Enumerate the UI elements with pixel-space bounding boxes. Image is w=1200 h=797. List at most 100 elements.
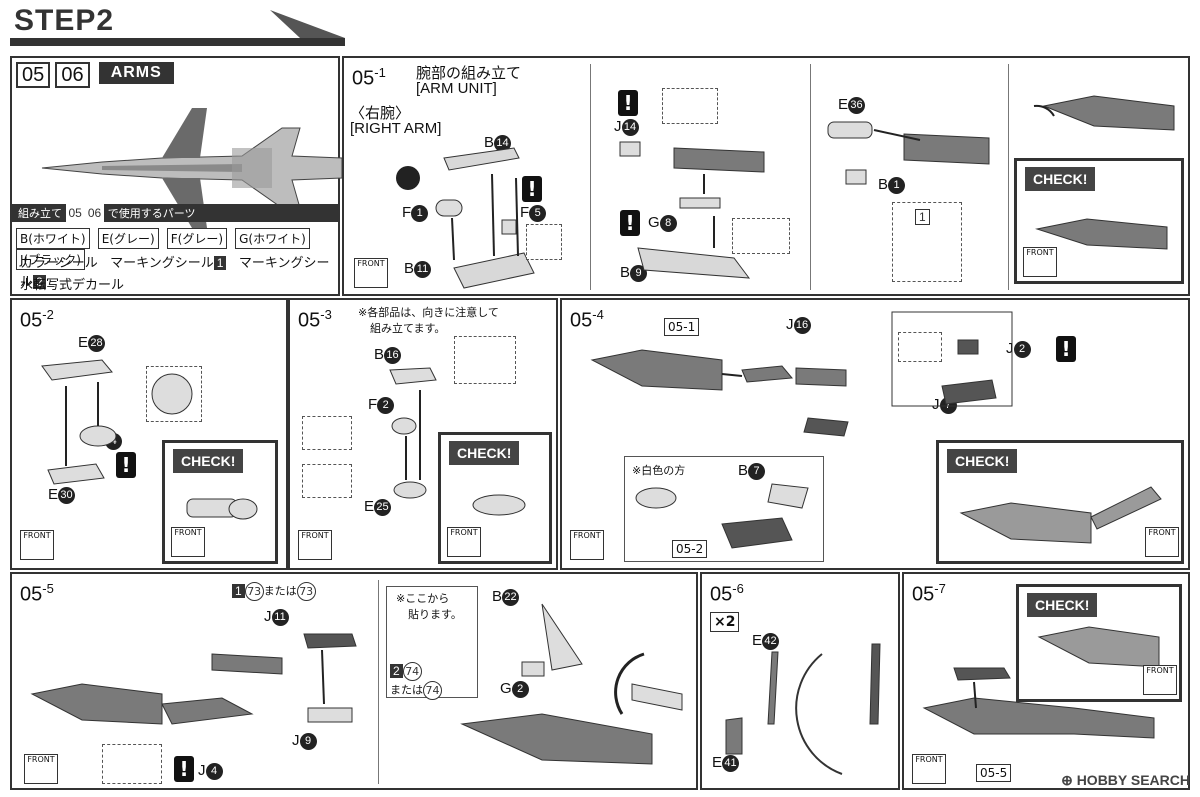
caution-icon: ! [522,176,542,202]
sticker-application-callout [386,586,478,698]
front-indicator: FRONT [570,530,604,560]
watermark: ⊕ HOBBY SEARCH [1061,772,1190,788]
watermark-logo-icon: ⊕ [1061,772,1073,788]
assembly-illustration [41,359,193,485]
detail-callout [454,336,516,384]
forearm-assembly-illustration [30,633,357,725]
rotated-arm-illustration [1033,95,1175,131]
step-05-7-panel: 05-7 CHECK! FRONT 05-5 FRONT [902,572,1190,790]
detail-callout [302,416,352,450]
arm-unit-title-en: [ARM UNIT] [416,80,497,97]
right-arm-title-jp: 〈右腕〉 [350,105,411,122]
assembly-illustration-b [619,141,765,279]
arms-title: ARMS [98,62,174,84]
check-result-illustration [186,498,258,520]
step-05-1-panel: 05-1 腕部の組み立て [ARM UNIT] 〈右腕〉 [RIGHT ARM]… [342,56,1190,296]
check-label: CHECK! [1025,167,1096,191]
front-indicator: FRONT [171,527,205,557]
part-tag: F(グレー) [166,228,228,249]
orientation-note: ※各部品は、向きに注意して 組み立てます。 [358,306,499,335]
part-tag: G(ホワイト) [235,228,310,249]
front-indicator: FRONT [912,754,946,784]
check-result-illustration [472,494,526,516]
right-arm-title-en: [RIGHT ARM] [350,120,442,137]
quantity-badge: ×2 [710,612,740,632]
arm-assembly-illustration [590,349,849,437]
g2-b22-assembly-illustration [460,603,683,765]
check-label: CHECK! [173,449,244,473]
arm-unit-title-jp: 腕部の組み立て [416,65,522,82]
check-label: CHECK! [449,441,520,465]
step-number: 05-1 [348,62,390,90]
part-tag: E(グレー) [97,228,159,249]
step-number: 05-6 [706,578,748,606]
caution-icon: ! [620,210,640,236]
check-box: CHECK! FRONT [1016,584,1182,702]
decal-label: 水転写式デカール [20,278,125,293]
detail-callout [526,224,562,260]
detail-callout [302,464,352,498]
front-indicator: FRONT [20,530,54,560]
blade-mount-illustration [922,667,1155,739]
caution-icon: ! [116,452,136,478]
check-label: CHECK! [1027,593,1098,617]
blade-assembly-illustration [725,643,881,775]
detail-callout [898,332,942,362]
detail-callout [732,218,790,254]
sticker-callout: 1 [892,202,962,282]
step-number-06: 06 [55,62,90,88]
reference-step: 05-5 [976,764,1012,782]
caution-icon: ! [1056,336,1076,362]
part-tag: J(ブラック) [16,249,85,270]
part-tag: B(ホワイト) [16,228,90,249]
detail-callout [662,88,718,124]
assembly-illustration-a [396,147,535,289]
check-box: CHECK! FRONT [438,432,552,564]
front-indicator: FRONT [1143,665,1177,695]
check-box: CHECK! FRONT [936,440,1184,564]
step-number: 05-2 [16,304,58,332]
caution-icon: ! [174,756,194,782]
detail-callout [102,744,162,784]
front-indicator: FRONT [1023,247,1057,277]
white-side-note: ※白色の方 [632,464,686,477]
check-result-illustration [1035,218,1168,250]
j2-j7-detail [891,311,1013,407]
caution-icon: ! [618,90,638,116]
check-box: CHECK! FRONT [162,440,278,564]
check-label: CHECK! [947,449,1018,473]
assembly-illustration [389,367,437,499]
step-number: 05-7 [908,578,950,606]
reference-step: 05-2 [672,540,708,558]
front-indicator: FRONT [1145,527,1179,557]
assembly-illustration-c [827,121,990,185]
check-result-illustration [959,486,1162,544]
step-number: 05-5 [16,578,58,606]
